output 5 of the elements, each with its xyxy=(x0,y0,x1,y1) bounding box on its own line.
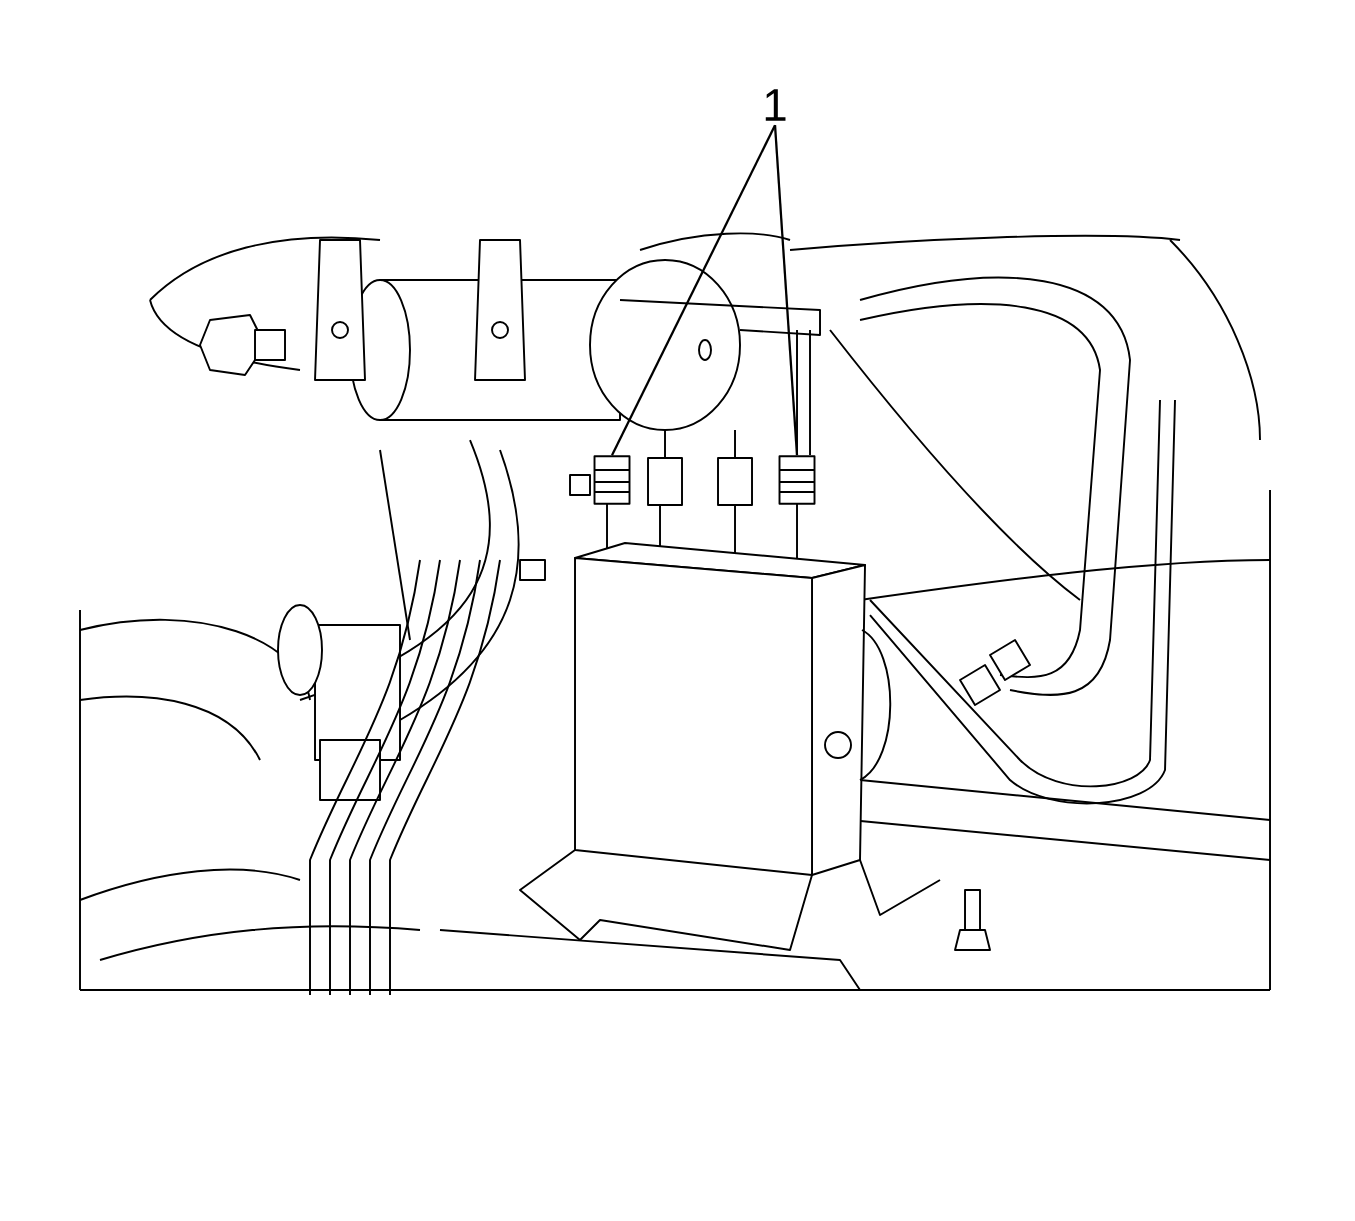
fitting xyxy=(593,455,631,505)
leader-line xyxy=(773,125,799,456)
fitting xyxy=(778,455,816,505)
leader-line xyxy=(611,124,777,456)
callout-number: 1 xyxy=(765,89,786,121)
